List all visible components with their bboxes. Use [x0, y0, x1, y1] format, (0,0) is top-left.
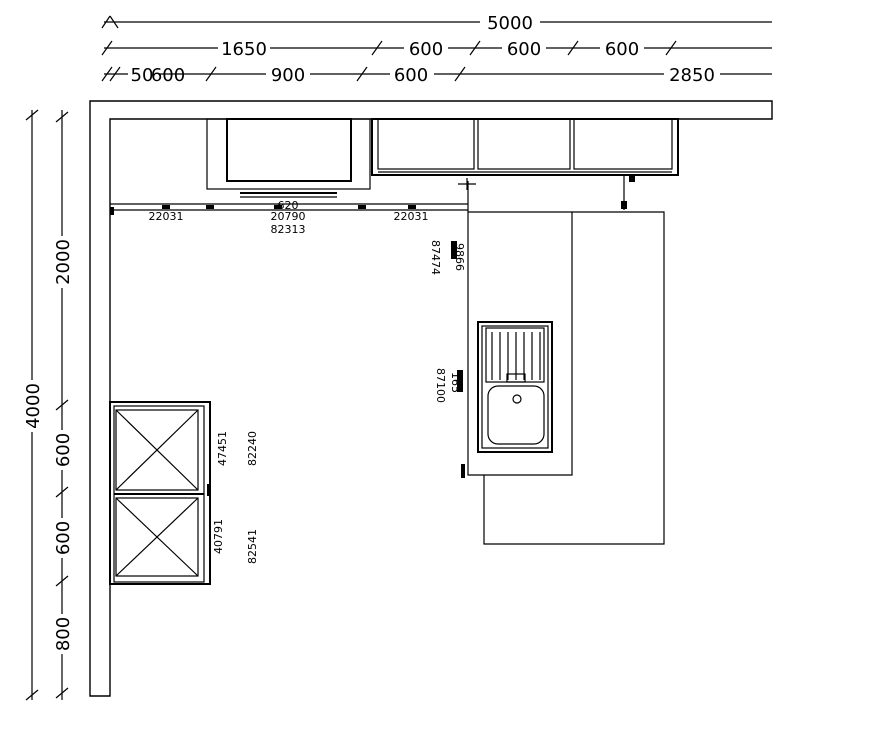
label-hood-width: 620 [278, 199, 299, 212]
top-cabinet-run: 22031 620 20790 82313 22031 [110, 118, 679, 236]
top-dimension-chain: 5000 1650 600 600 600 50 600 900 600 285… [101, 12, 772, 86]
label-left-upper-b: 82240 [246, 431, 259, 466]
label-sink-b: 87100 [434, 368, 447, 403]
dim-top-600-e: 600 [394, 65, 428, 86]
left-tall-units: 47451 82240 40791 82541 [109, 401, 259, 585]
dim-left-2000: 2000 [53, 239, 74, 285]
sink [457, 321, 553, 453]
label-top-right-code: 22031 [394, 210, 429, 223]
dim-top-50: 50 [131, 65, 154, 86]
dim-left-800: 800 [53, 617, 74, 651]
dim-top-total: 5000 [487, 13, 533, 34]
label-left-lower-a: 40791 [212, 519, 225, 554]
dim-top-900: 900 [271, 65, 305, 86]
dim-left-600-a: 600 [53, 433, 74, 467]
dim-top-600-c: 600 [605, 39, 639, 60]
dim-left-600-b: 600 [53, 521, 74, 555]
label-left-upper-a: 47451 [216, 431, 229, 466]
label-top-left-code: 22031 [149, 210, 184, 223]
walls [89, 100, 773, 697]
dim-top-600-d: 600 [151, 65, 185, 86]
dim-top-2850: 2850 [669, 65, 715, 86]
dim-top-600-b: 600 [507, 39, 541, 60]
island-counter: 9866 87474 165 87100 [429, 211, 665, 545]
left-dimension-chain: 4000 2000 600 600 800 [22, 109, 74, 701]
label-island-upper-b: 87474 [429, 240, 442, 275]
label-hood-code-2: 82313 [271, 223, 306, 236]
label-island-upper-a: 9866 [453, 243, 466, 271]
label-hood-code: 20790 [271, 210, 306, 223]
label-left-lower-b: 82541 [246, 529, 259, 564]
dim-top-1650: 1650 [221, 39, 267, 60]
dim-top-600-a: 600 [409, 39, 443, 60]
dim-left-total: 4000 [23, 383, 44, 429]
label-sink-a: 165 [449, 372, 462, 393]
